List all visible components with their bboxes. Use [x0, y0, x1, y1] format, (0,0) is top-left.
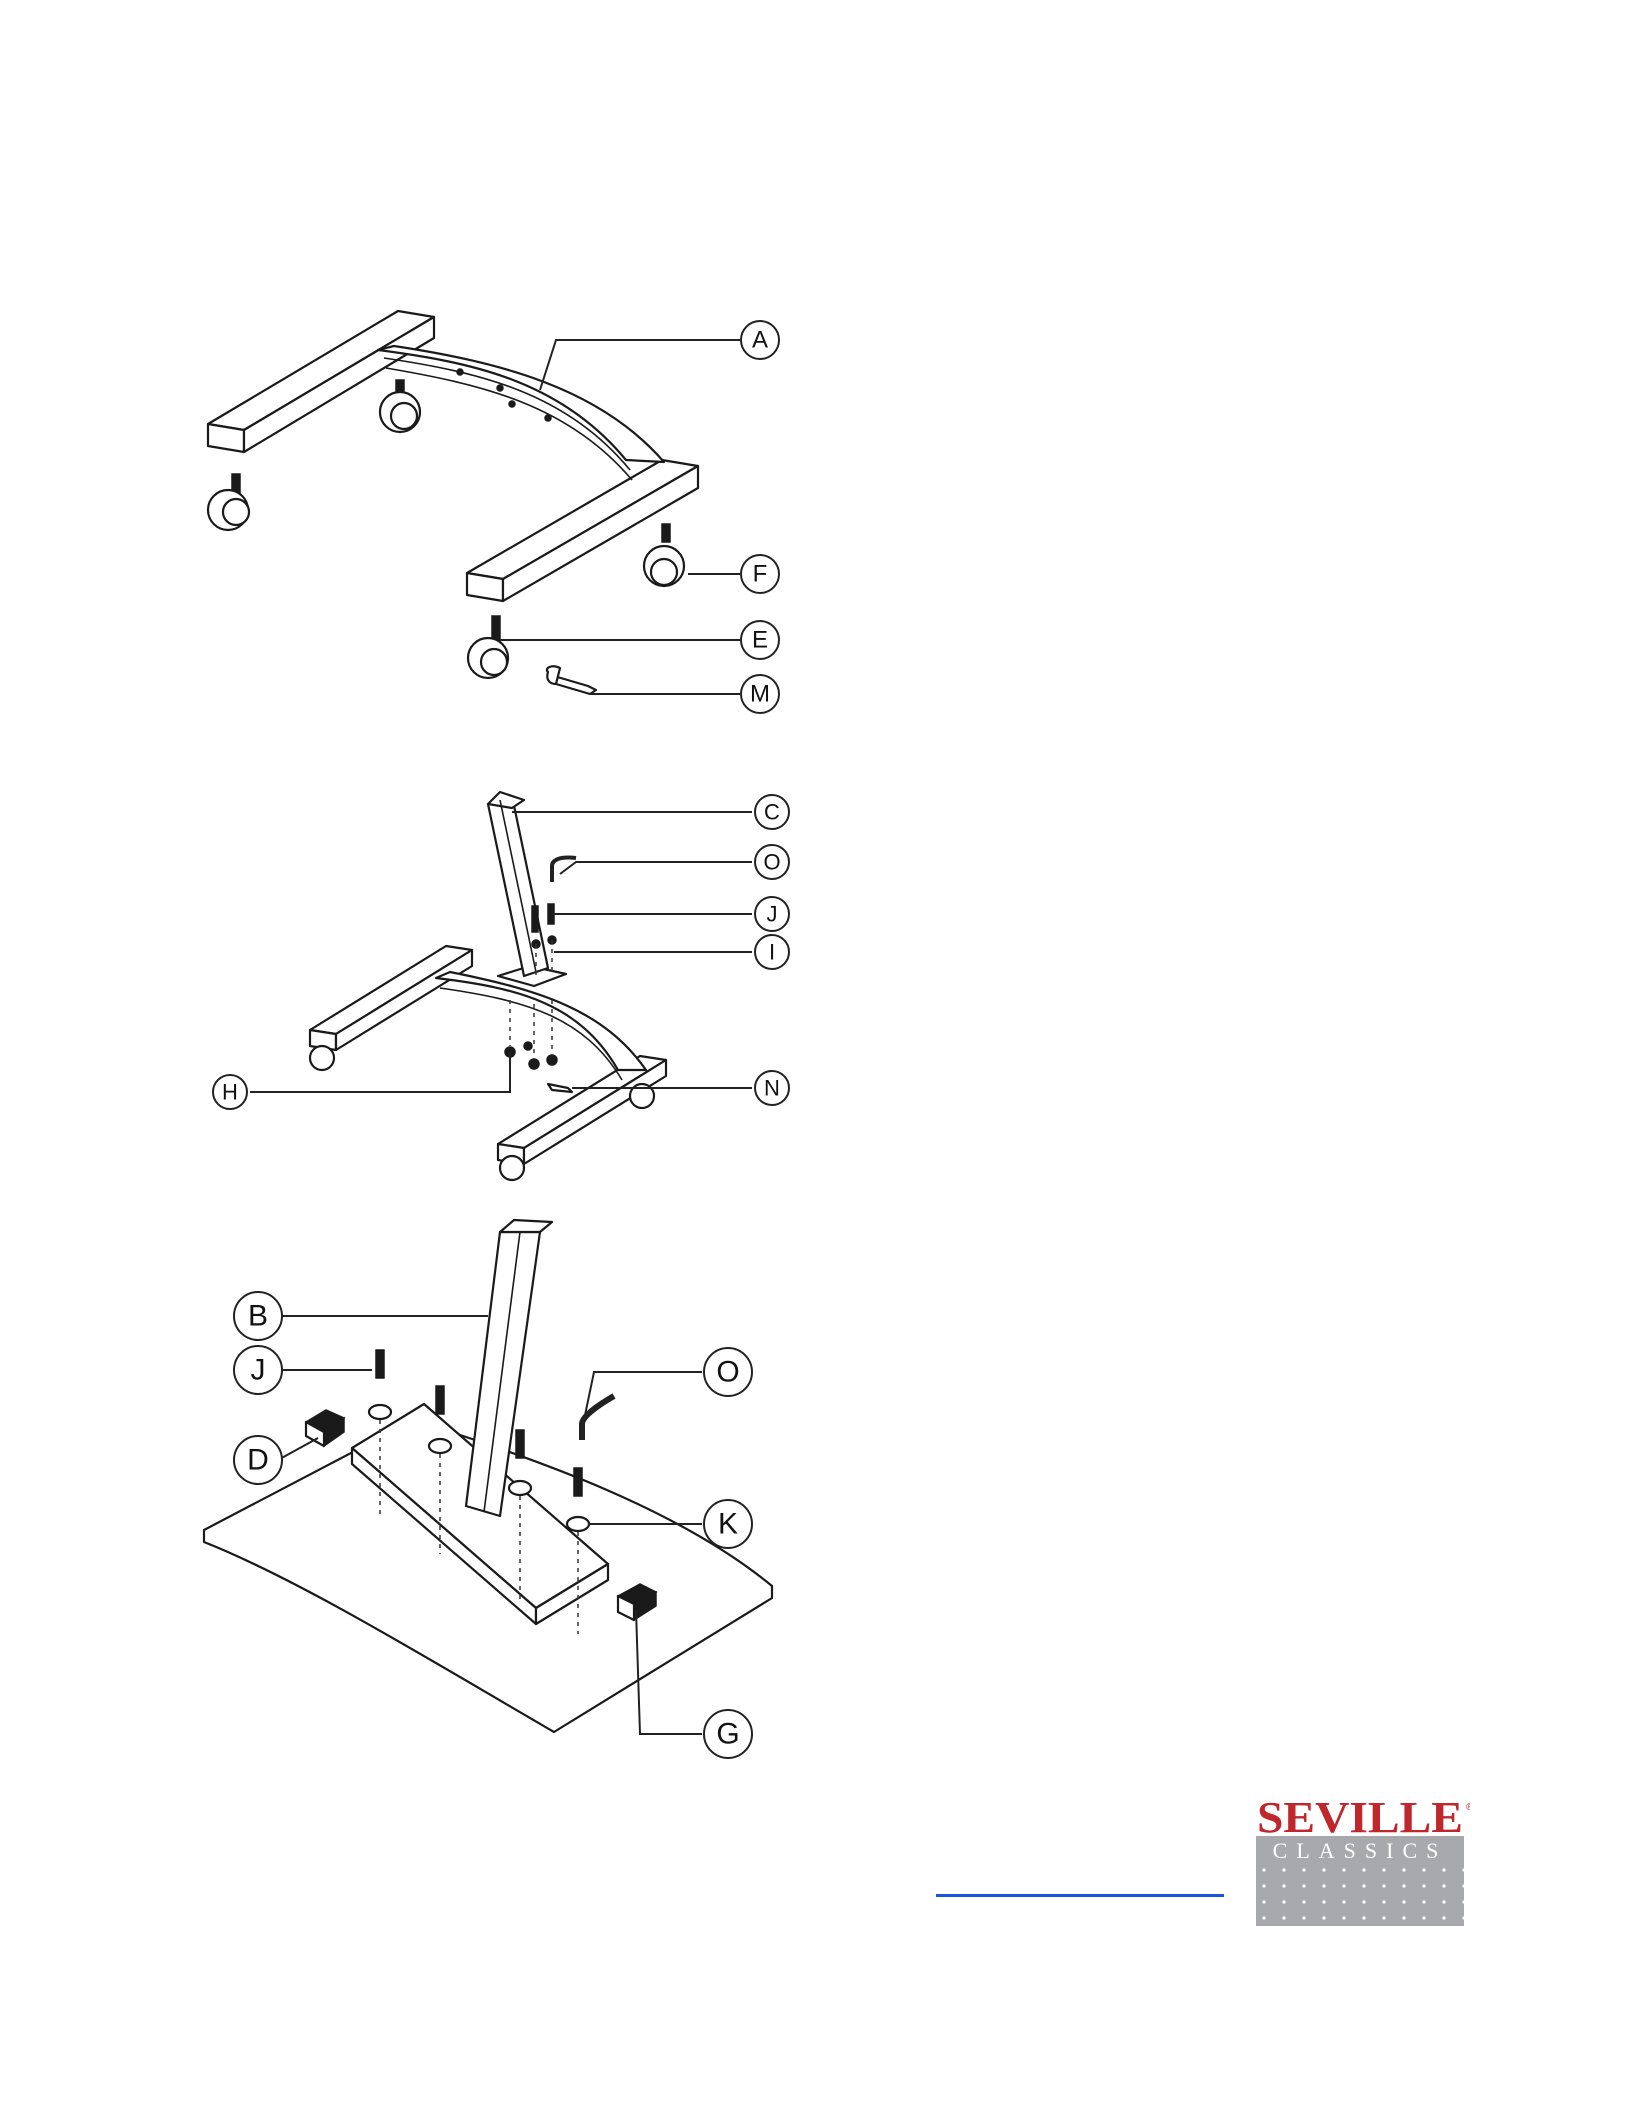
- callout-j: J: [755, 897, 789, 931]
- caster-right-back: [644, 524, 684, 586]
- diagram-2-column: C O J I H N: [213, 792, 789, 1180]
- caster-left-back: [380, 380, 420, 432]
- link-underline[interactable]: [936, 1894, 1224, 1897]
- svg-text:B: B: [248, 1300, 268, 1333]
- callout-n: N: [755, 1071, 789, 1105]
- svg-text:J: J: [767, 902, 778, 927]
- left-foot-bar-top: [310, 946, 472, 1034]
- diagram-1-base-frame: A F E M: [208, 311, 779, 713]
- callout-m: M: [741, 675, 779, 713]
- svg-text:J: J: [251, 1354, 266, 1387]
- wrench-n: [548, 1084, 572, 1092]
- diagram-3-top-panel: B J O D K G: [204, 1220, 772, 1758]
- left-foot-bar-end: [208, 424, 244, 452]
- svg-text:O: O: [716, 1356, 739, 1389]
- callout-k: K: [704, 1500, 752, 1548]
- bolt-j: [532, 906, 538, 932]
- callout-b: B: [234, 1292, 282, 1340]
- svg-text:D: D: [247, 1444, 269, 1477]
- callout-o: O: [755, 845, 789, 879]
- svg-text:G: G: [716, 1718, 739, 1751]
- svg-text:I: I: [769, 940, 775, 965]
- caster-left-front: [208, 474, 249, 530]
- logo-sub: CLASSICS: [1273, 1838, 1448, 1863]
- caster-right-front: [468, 616, 508, 678]
- callout-i: I: [755, 935, 789, 969]
- svg-text:F: F: [753, 561, 768, 588]
- seville-classics-logo: SEVILLE ® CLASSICS: [1254, 1798, 1470, 1928]
- svg-text:K: K: [718, 1508, 738, 1541]
- svg-text:E: E: [752, 627, 768, 654]
- logo-brand: SEVILLE: [1257, 1798, 1463, 1842]
- svg-text:A: A: [752, 327, 768, 354]
- svg-text:O: O: [763, 850, 780, 875]
- callout-h: H: [213, 1075, 247, 1109]
- svg-text:M: M: [750, 681, 770, 708]
- washer-k: [567, 1517, 589, 1531]
- callout-d: D: [234, 1436, 282, 1484]
- allen-key-o: [552, 857, 576, 882]
- callout-o: O: [704, 1348, 752, 1396]
- callout-a: A: [741, 321, 779, 359]
- logo-registered: ®: [1466, 1802, 1470, 1813]
- callout-g: G: [704, 1710, 752, 1758]
- caster: [310, 1046, 334, 1070]
- callout-e: E: [741, 621, 779, 659]
- svg-text:C: C: [764, 800, 780, 825]
- cross-brace: [436, 972, 646, 1070]
- caster: [500, 1156, 524, 1180]
- right-foot-bar-end: [467, 573, 503, 601]
- svg-text:N: N: [764, 1076, 780, 1101]
- wrench-m: [554, 676, 596, 694]
- svg-text:H: H: [222, 1080, 238, 1105]
- callout-f: F: [741, 555, 779, 593]
- callout-j: J: [234, 1346, 282, 1394]
- callout-c: C: [755, 795, 789, 829]
